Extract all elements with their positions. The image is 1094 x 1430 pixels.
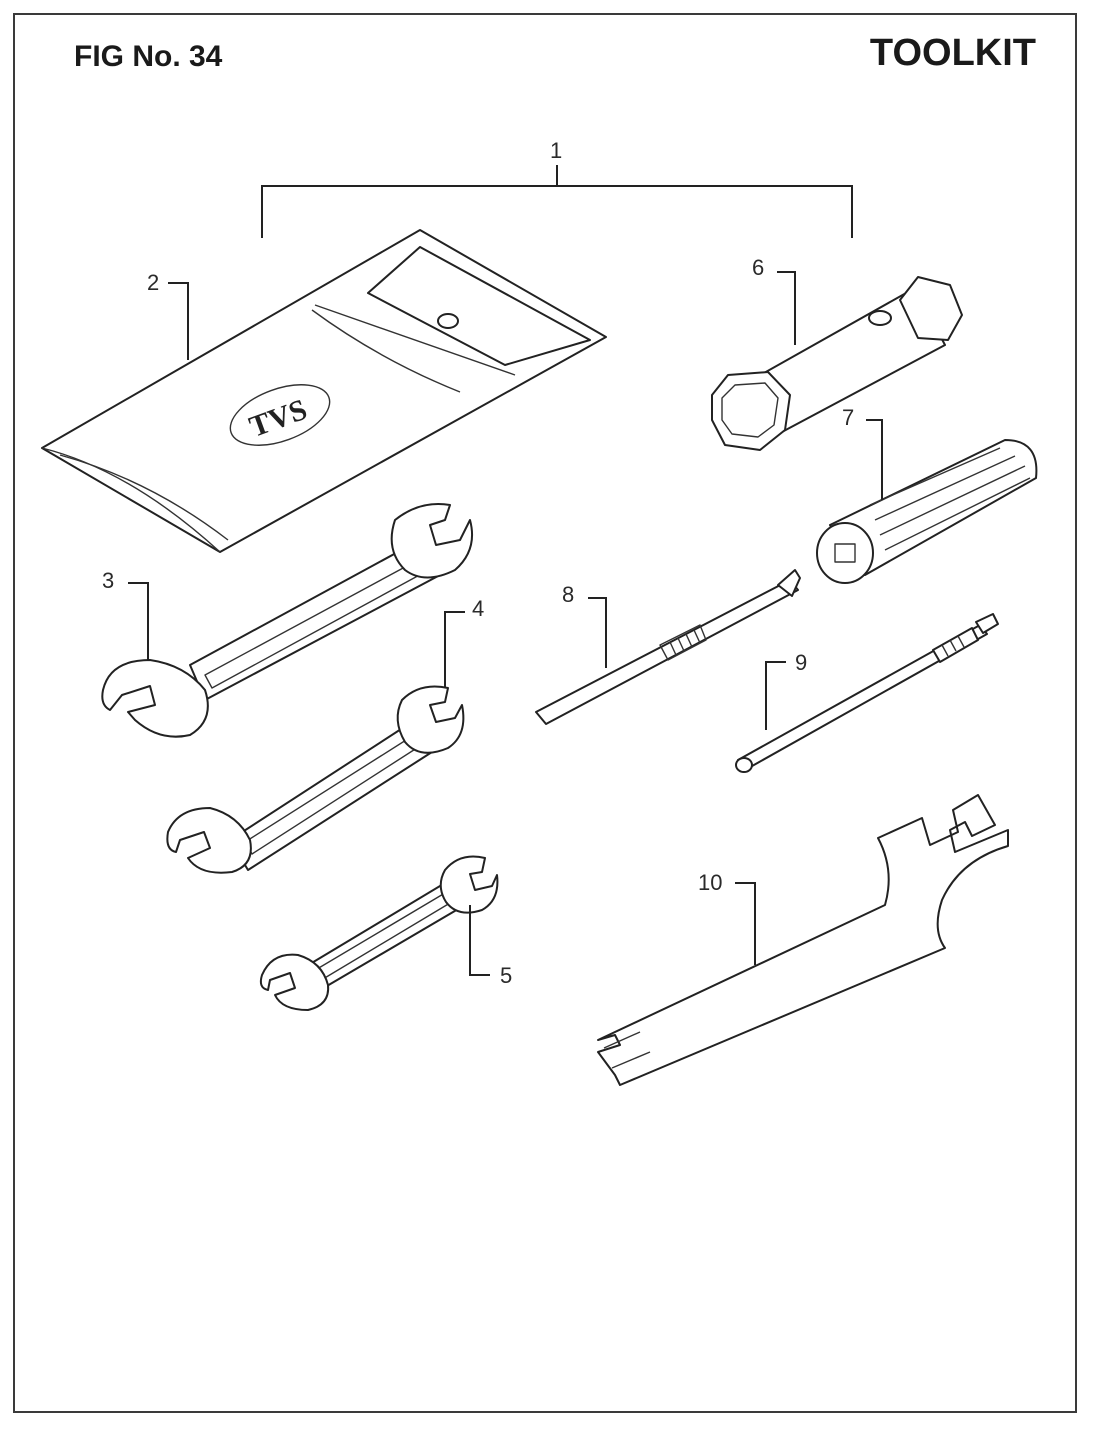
- callout-4-label: 4: [472, 596, 484, 621]
- screwdriver-handle: 7: [816, 405, 1038, 584]
- page-title: TOOLKIT: [869, 32, 1036, 74]
- hook-spanner: 10: [597, 794, 1009, 1086]
- small-screwdriver: 9: [735, 613, 999, 773]
- callout-8-label: 8: [562, 582, 574, 607]
- callout-1-label: 1: [550, 138, 562, 163]
- screwdriver-bit: 8: [535, 569, 801, 725]
- callout-2-label: 2: [147, 270, 159, 295]
- spanner-medium: 4: [166, 596, 484, 874]
- callout-1-bracket: 1: [261, 138, 853, 238]
- callout-3-label: 3: [102, 568, 114, 593]
- box-spanner: 6: [711, 255, 963, 451]
- callout-7-label: 7: [842, 405, 854, 430]
- callout-6-label: 6: [752, 255, 764, 280]
- figure-border: [13, 13, 1077, 1413]
- tool-pouch: TVS 2: [41, 229, 607, 553]
- callout-9-label: 9: [795, 650, 807, 675]
- figure-number: FIG No. 34: [74, 40, 223, 73]
- callout-5-label: 5: [500, 963, 512, 988]
- spanner-small: 5: [259, 855, 512, 1011]
- spanner-large: 3: [101, 503, 474, 738]
- callout-10-label: 10: [698, 870, 722, 895]
